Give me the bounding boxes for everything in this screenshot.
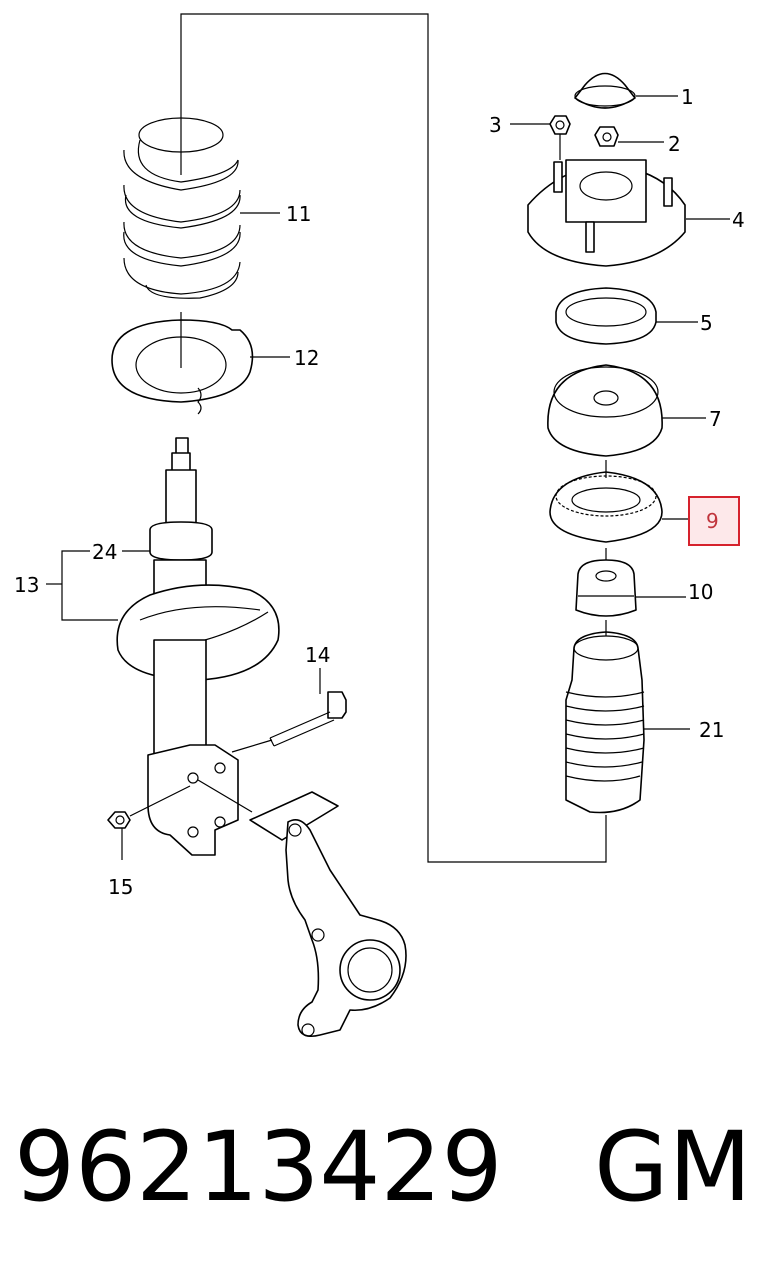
highlight-box: [688, 496, 740, 546]
brand-name: GM: [594, 1111, 752, 1223]
callout-label: 7: [709, 407, 722, 431]
bolt: [231, 668, 347, 753]
callout-label: 15: [108, 875, 133, 899]
leader-13-bracket: [61, 550, 118, 621]
stud-nut: [510, 115, 571, 160]
strut-shock-absorber: [116, 437, 280, 856]
top-nut: [594, 126, 664, 147]
nut: [107, 785, 191, 860]
callout-label: 3: [489, 113, 502, 137]
callout-label: 4: [732, 208, 745, 232]
part-caption: 96213429 GM: [14, 1112, 751, 1222]
coil-spring: [123, 117, 241, 299]
callout-label: 2: [668, 132, 681, 156]
dust-cap: [574, 72, 678, 109]
bump-stop: [575, 548, 686, 617]
spring-seat: [111, 312, 254, 415]
dust-boot: [565, 620, 690, 814]
callout-label: 5: [700, 311, 713, 335]
upper-spring-seat: [547, 364, 706, 457]
strut-mount: [527, 159, 730, 267]
callout-label: 1: [681, 85, 694, 109]
steering-knuckle: [249, 791, 407, 1038]
callout-label: 13: [14, 573, 39, 597]
callout-label: 11: [286, 202, 311, 226]
callout-label-highlighted: 9: [706, 509, 719, 533]
callout-label: 14: [305, 643, 330, 667]
spacer-ring: [555, 287, 698, 345]
callout-label: 12: [294, 346, 319, 370]
callout-label: 10: [688, 580, 713, 604]
callout-label: 24: [92, 540, 117, 564]
callout-label: 21: [699, 718, 724, 742]
strut-bearing: [549, 460, 698, 543]
part-number: 96213429: [14, 1111, 503, 1223]
assembly-connector-line: [180, 13, 607, 863]
